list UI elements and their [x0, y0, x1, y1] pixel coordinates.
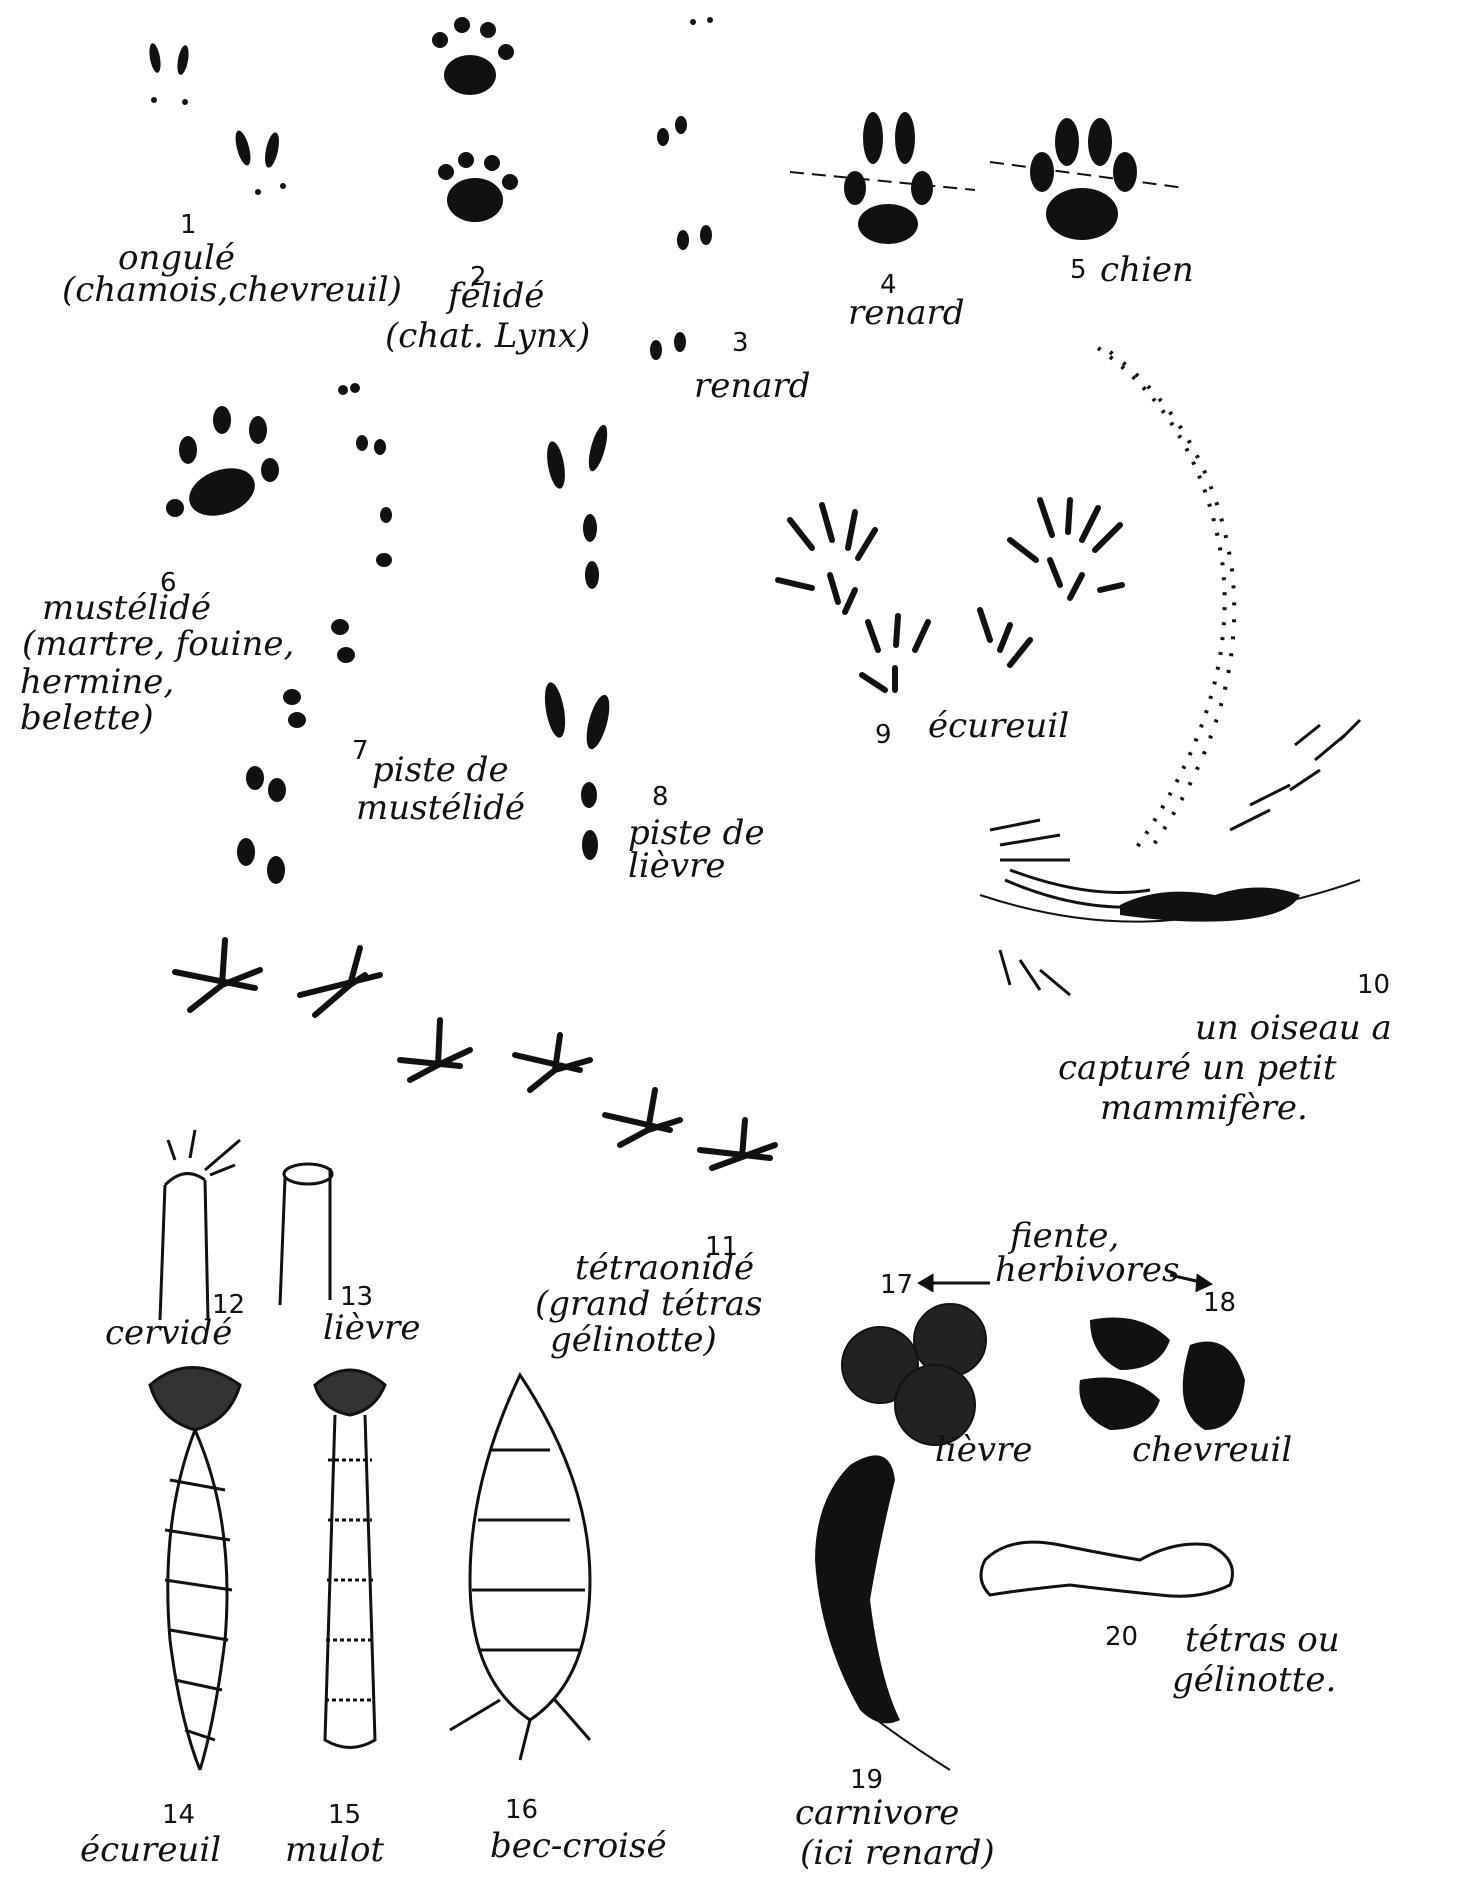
label-text: carnivore [795, 1795, 959, 1831]
label-text: lièvre [935, 1432, 1032, 1468]
grouse-dropping [981, 1542, 1233, 1596]
label-text: renard [694, 368, 811, 404]
label-number: 19 [850, 1765, 883, 1795]
label-text: lièvre [323, 1310, 420, 1346]
label-subtext: (martre, fouine, [22, 626, 294, 662]
label-text: félidé [448, 278, 544, 314]
label-subtext-3: belette) [20, 700, 154, 736]
label-number: 14 [162, 1800, 195, 1830]
carnivore-dropping [815, 1455, 950, 1770]
grouse-tracks [175, 940, 775, 1168]
label-text: tétraonidé [575, 1250, 754, 1286]
label-number: 7 [352, 736, 369, 766]
label-number: 18 [1203, 1288, 1236, 1318]
hare-droppings [842, 1304, 986, 1445]
label-text: chevreuil [1132, 1432, 1292, 1468]
label-subtext: gélinotte. [1172, 1662, 1336, 1698]
hare-cut-twig [280, 1164, 332, 1305]
label-number: 20 [1105, 1622, 1138, 1652]
roe-deer-droppings [1079, 1318, 1245, 1431]
mouse-gnawed-cone [315, 1370, 385, 1748]
herbivores-label: herbivores [995, 1252, 1179, 1288]
label-subtext-2: hermine, [20, 664, 174, 700]
label-number: 9 [875, 720, 892, 750]
label-number: 8 [652, 782, 669, 812]
squirrel-gnawed-cone [150, 1368, 240, 1771]
label-subtext-2: gélinotte) [550, 1322, 717, 1358]
dog-paw-print [990, 118, 1185, 240]
small-mammal-trail [1098, 348, 1234, 850]
fiente-label: fiente, [1010, 1218, 1119, 1254]
label-number: 10 [1357, 970, 1390, 1000]
label-number: 5 [1070, 255, 1087, 285]
label-subtext: (chamois,chevreuil) [62, 272, 402, 308]
felid-paw-print [432, 17, 518, 222]
label-number: 15 [328, 1800, 361, 1830]
label-subtext: (ici renard) [800, 1835, 995, 1871]
label-number: 17 [880, 1270, 913, 1300]
label-text: un oiseau a [1195, 1010, 1392, 1046]
label-subtext: (grand tétras [535, 1286, 762, 1322]
label-text: écureuil [80, 1832, 221, 1868]
label-subtext-2: mammifère. [1100, 1090, 1308, 1126]
hare-trail-prints [541, 423, 614, 860]
label-text: mulot [285, 1832, 384, 1868]
bird-impact-mark [1120, 888, 1300, 922]
label-subtext: (chat. Lynx) [385, 318, 590, 354]
fox-paw-print [790, 112, 975, 244]
label-text: cervidé [105, 1315, 232, 1351]
label-text: chien [1100, 252, 1194, 288]
label-number: 16 [505, 1795, 538, 1825]
hoof-print-track-1 [147, 42, 286, 195]
label-subtext: mustélidé [356, 790, 525, 826]
label-text: bec-croisé [490, 1828, 667, 1864]
label-subtext: lièvre [628, 848, 725, 884]
crossbill-cone [450, 1375, 590, 1760]
squirrel-prints [778, 500, 1122, 690]
label-text: mustélidé [42, 590, 211, 626]
label-text: écureuil [928, 708, 1069, 744]
mustelid-paw-print [166, 406, 279, 524]
label-text: tétras ou [1185, 1622, 1340, 1658]
label-text: renard [848, 295, 965, 331]
bird-wing-marks [980, 720, 1360, 995]
label-subtext: capturé un petit [1058, 1050, 1337, 1086]
label-number: 1 [180, 210, 197, 240]
label-number: 3 [732, 328, 749, 358]
fox-trail-prints [650, 17, 713, 360]
label-text: piste de [372, 752, 509, 788]
